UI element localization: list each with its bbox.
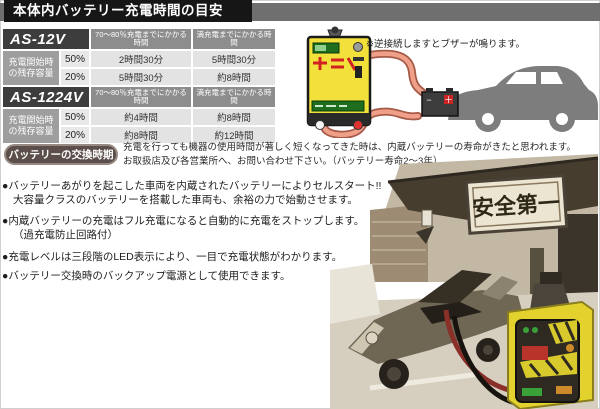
partial-time-cell: 2時間30分 (91, 51, 191, 67)
feature-bullet-cell-start: ●バッテリーあがりを起こした車両を内蔵されたバッテリーによりセルスタート!! (2, 180, 382, 192)
column-header-full-charge: 満充電までにかかる時間 (193, 29, 275, 49)
feature-bullet-led-level: ●充電レベルは三段階のLED表示により、一目で充電状態がわかります。 (2, 251, 343, 263)
charger-car-illustration: − ＋ (306, 26, 598, 138)
capacity-cell: 50% (61, 51, 89, 67)
charger-unit-illustration (306, 26, 372, 130)
charge-table-as1224v: AS-1224V 70～80％充電までにかかる時間 満充電までにかかる時間 充電… (3, 87, 275, 143)
replacement-body-text: 充電を行っても機器の使用時間が著しく短くなってきた時は、内蔵バッテリーの寿命がき… (123, 141, 599, 168)
feature-bullet-auto-stop: ●内蔵バッテリーの充電はフル充電になると自動的に充電をストップします。 (2, 215, 365, 227)
replacement-body-line2: お取扱店及び各営業所へ、お問い合わせ下さい。（バッテリー寿命2～3年） (123, 155, 443, 167)
feature-bullet-backup-power: ●バッテリー交換時のバックアップ電源として使用できます。 (2, 270, 291, 282)
booster-unit-photo (507, 272, 594, 409)
car-silhouette (448, 66, 598, 132)
partial-time-cell: 約4時間 (91, 109, 191, 125)
capacity-cell: 20% (61, 69, 89, 85)
safety-sign: 安全第一 (464, 174, 569, 235)
model-name: AS-12V (3, 29, 89, 49)
partial-time-cell: 約8時間 (91, 127, 191, 143)
feature-bullet-auto-stop-line2: （過充電防止回路付） (13, 229, 118, 241)
column-header-partial-charge: 70～80％充電までにかかる時間 (91, 29, 191, 49)
page-title: 本体内バッテリー充電時間の目安 (4, 0, 252, 22)
full-time-cell: 約12時間 (193, 127, 275, 143)
battery-minus-label: − (426, 95, 431, 105)
full-time-cell: 約8時間 (193, 69, 275, 85)
row-label-remaining-capacity: 充電開始時の残存容量 (3, 109, 59, 143)
row-label-remaining-capacity: 充電開始時の残存容量 (3, 51, 59, 85)
column-header-full-charge: 満充電までにかかる時間 (193, 87, 275, 107)
battery-icon: − ＋ (421, 88, 459, 117)
capacity-cell: 50% (61, 109, 89, 125)
feature-bullet-cell-start-line2: 大容量クラスのバッテリーを搭載した車両も、余裕の力で始動させます。 (13, 194, 358, 206)
partial-time-cell: 5時間30分 (91, 69, 191, 85)
safety-sign-text: 安全第一 (471, 190, 561, 221)
charge-table-as12v: AS-12V 70～80％充電までにかかる時間 満充電までにかかる時間 充電開始… (3, 29, 275, 85)
model-name: AS-1224V (3, 87, 89, 107)
capacity-cell: 20% (61, 127, 89, 143)
garage-photo: 安全第一 (330, 154, 599, 409)
reverse-connection-note: ※逆接続しますとブザーが鳴ります。 (366, 39, 526, 50)
replacement-body-line1: 充電を行っても機器の使用時間が著しく短くなってきた時は、内蔵バッテリーの寿命がき… (123, 142, 576, 153)
battery-plus-label: ＋ (444, 95, 453, 105)
full-time-cell: 約8時間 (193, 109, 275, 125)
section-heading-battery-replacement: バッテリーの交換時期 (4, 144, 118, 165)
full-time-cell: 5時間30分 (193, 51, 275, 67)
jumped-car (348, 270, 524, 389)
column-header-partial-charge: 70～80％充電までにかかる時間 (91, 87, 191, 107)
